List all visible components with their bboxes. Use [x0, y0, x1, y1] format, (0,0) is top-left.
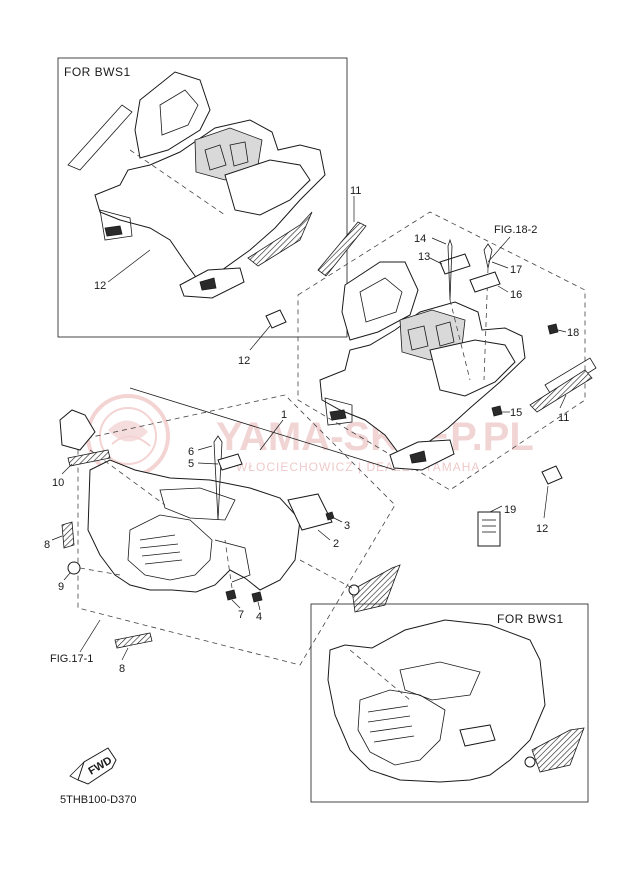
clip-7 — [225, 589, 237, 601]
watermark-logo-icon — [86, 394, 170, 478]
callout-2: 2 — [333, 538, 339, 550]
top-left-frame — [57, 57, 348, 338]
callout-1-top: 1 — [281, 409, 287, 421]
bottom-right-variant-box: FOR BWS1 1 — [310, 603, 589, 803]
front-fender-assembly: 1 2 3 6 5 7 4 — [44, 387, 401, 675]
front-decal-side — [351, 564, 401, 613]
callout-6: 6 — [188, 446, 194, 458]
callout-16: 16 — [510, 289, 522, 301]
reflector-8-bottom — [114, 632, 153, 649]
leader-12-topbox — [107, 249, 151, 283]
callout-3: 3 — [344, 520, 350, 532]
clip-15 — [491, 405, 503, 417]
callout-14: 14 — [414, 233, 426, 245]
bws1-front-decal-side — [531, 727, 585, 773]
callout-19: 19 — [504, 504, 516, 516]
callout-12-topbox: 12 — [94, 280, 106, 292]
rear-fender-assembly: FIG.18-2 11 11 12 13 14 — [238, 185, 597, 547]
rear-decal-11-top — [317, 221, 367, 277]
screw-4 — [251, 591, 263, 603]
label-19 — [477, 511, 501, 547]
diagram-code: 5THB100-D370 — [60, 794, 136, 806]
front-assembly-boundary — [77, 394, 396, 666]
callout-17: 17 — [510, 264, 522, 276]
callout-13: 13 — [418, 251, 430, 263]
callout-10: 10 — [52, 477, 64, 489]
top-left-title: FOR BWS1 — [64, 65, 131, 79]
callout-5: 5 — [188, 458, 194, 470]
callout-15: 15 — [510, 407, 522, 419]
top-left-variant-box: FOR BWS1 12 — [57, 57, 348, 338]
watermark-sub: WŁOCIECHOWICZ | DEALER YAMAHA — [236, 460, 480, 474]
panel-2 — [287, 493, 333, 531]
callout-8-bottom: 8 — [119, 663, 125, 675]
bolt-17 — [483, 243, 493, 269]
callout-11-top: 11 — [350, 185, 361, 197]
pin-14 — [447, 238, 453, 301]
side-decal-stripe — [247, 211, 313, 267]
callout-12-mid: 12 — [238, 355, 250, 367]
callout-12-right: 12 — [536, 523, 548, 535]
plate-13 — [439, 253, 471, 275]
plate-5 — [217, 453, 243, 471]
rear-fender-bws1 — [67, 71, 326, 299]
clip-18 — [547, 323, 559, 335]
pad-12-right — [541, 465, 563, 485]
callout-18: 18 — [567, 327, 579, 339]
callout-11-right: 11 — [558, 412, 569, 424]
pad-12-mid — [265, 309, 287, 329]
fwd-arrow-icon: FWD — [69, 747, 117, 785]
fig-17-1-ref: FIG.17-1 — [50, 653, 93, 665]
decal-10 — [67, 449, 111, 467]
bottom-right-frame — [310, 603, 589, 803]
pin-6 — [213, 435, 223, 521]
rear-decal-11-right — [529, 369, 593, 413]
rear-assembly-boundary — [297, 211, 586, 491]
grommet-9 — [67, 561, 81, 575]
callout-4: 4 — [256, 611, 262, 623]
callout-8-left: 8 — [44, 539, 50, 551]
fig-18-2-ref: FIG.18-2 — [494, 224, 537, 236]
callout-7: 7 — [238, 609, 244, 621]
callout-9: 9 — [58, 581, 64, 593]
plate-16 — [469, 271, 501, 293]
reflector-8-left — [61, 521, 75, 549]
screw-3 — [325, 511, 335, 521]
bottom-right-title: FOR BWS1 — [497, 612, 564, 626]
